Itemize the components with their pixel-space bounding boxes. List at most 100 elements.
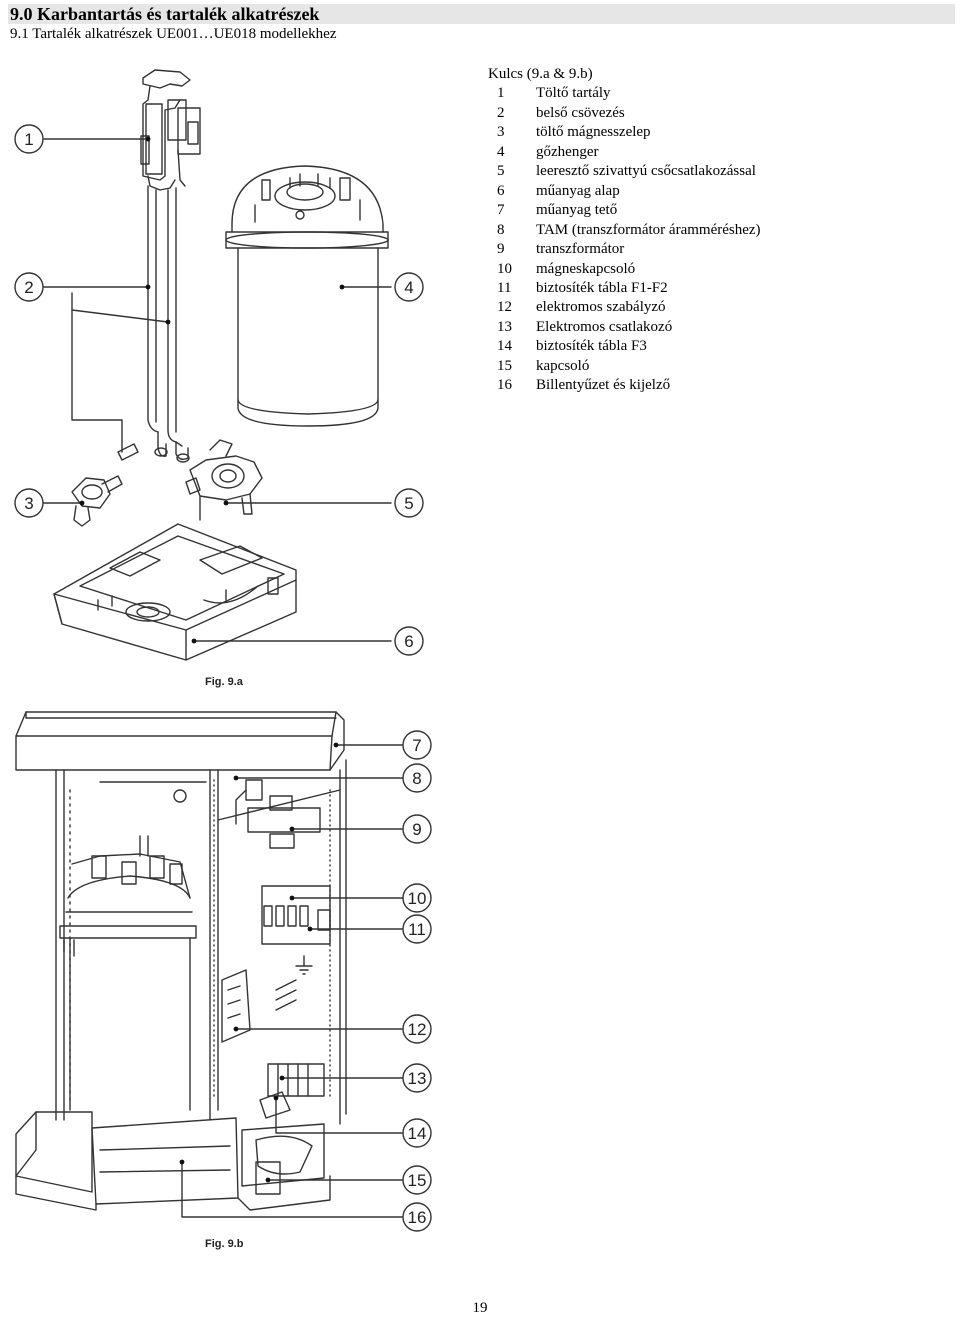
callout-number: 6 (404, 632, 413, 651)
callout-number: 11 (408, 920, 426, 939)
key-item-label: Elektromos csatlakozó (536, 318, 673, 335)
callout-circle (402, 1202, 432, 1232)
key-item-label: mágneskapcsoló (536, 260, 636, 277)
key-item-label: Töltő tartály (536, 85, 611, 102)
key-list: 1 Töltő tartály 2 belső csövezés 3 töltő mágn… (488, 84, 761, 395)
key-item-label: leeresztő szivattyú csőcsatlakozással (536, 163, 756, 180)
callout-circle (402, 814, 432, 844)
key-item: 12 elektromos szabályzó (488, 298, 761, 317)
key-item-number: 15 (497, 357, 512, 374)
key-item-label: biztosíték tábla F1-F2 (536, 279, 668, 296)
plastic-top-drawing (15, 711, 345, 771)
drain-pump-drawing (185, 439, 263, 521)
callout-number: 14 (408, 1124, 427, 1143)
figure-9a-label: Fig. 9.a (205, 676, 244, 688)
key-item: 14 biztosíték tábla F3 (488, 337, 761, 356)
cabinet-frame-drawing (55, 759, 347, 1125)
key-item-label: gőzhenger (536, 143, 599, 160)
key-item-label: műanyag alap (536, 182, 620, 199)
key-item-number: 7 (497, 202, 505, 219)
fill-tank-drawing (140, 69, 201, 191)
key-item: 16 Billentyűzet és kijelző (488, 376, 761, 395)
key-item-label: töltő mágnesszelep (536, 124, 651, 141)
key-item: 10 mágneskapcsoló (488, 260, 761, 279)
key-item-label: Billentyűzet és kijelző (536, 377, 671, 394)
key-item-label: biztosíték tábla F3 (536, 338, 647, 355)
key-item-label: kapcsoló (536, 357, 590, 374)
key-item-label: TAM (transzformátor áramméréshez) (536, 221, 761, 238)
callout-circle (402, 883, 432, 913)
key-item: 8 TAM (transzformátor áramméréshez) (488, 221, 761, 240)
figure-9a: 1 2 3 4 5 6 Fig. 9.a (14, 69, 424, 688)
callout-circle (402, 1118, 432, 1148)
callout-circle (402, 763, 432, 793)
key-item-number: 13 (497, 318, 512, 335)
key-item: 15 kapcsoló (488, 357, 761, 376)
key-title: Kulcs (9.a & 9.b) (488, 66, 593, 82)
callout-number: 2 (24, 278, 33, 297)
key-item: 1 Töltő tartály (488, 84, 761, 103)
leader-lines-9a (42, 136, 392, 644)
callout-number: 7 (412, 736, 421, 755)
key-item-number: 6 (497, 182, 505, 199)
callout-number: 16 (408, 1208, 427, 1227)
key-item-number: 11 (497, 279, 512, 296)
callout-number: 13 (408, 1069, 427, 1088)
leader-lines-9b (179, 742, 404, 1218)
key-item-number: 5 (497, 163, 505, 180)
key-item-label: elektromos szabályzó (536, 299, 666, 316)
callout-number: 12 (408, 1020, 427, 1039)
fill-valve-drawing (71, 475, 123, 527)
header-bar (8, 4, 955, 24)
key-item-number: 16 (497, 377, 512, 394)
callout-number: 4 (404, 278, 413, 297)
key-item-label: transzformátor (536, 241, 625, 258)
callout-circle (402, 1063, 432, 1093)
key-item-number: 1 (497, 85, 505, 102)
page-number: 19 (472, 1300, 488, 1316)
callout-circle (14, 488, 44, 518)
key-item-number: 3 (497, 124, 505, 141)
key-item-number: 4 (497, 143, 505, 160)
callout-circle (394, 272, 424, 302)
parts-key: Kulcs (9.a & 9.b) 1 Töltő tartály 2 belső c… (488, 65, 761, 396)
figure-9b-label: Fig. 9.b (205, 1238, 244, 1250)
key-item: 4 gőzhenger (488, 143, 761, 162)
key-item-number: 8 (497, 221, 505, 238)
callout-circle (394, 626, 424, 656)
callout-number: 15 (408, 1171, 427, 1190)
callout-circle (402, 1165, 432, 1195)
callout-circle (402, 914, 432, 944)
key-item-number: 14 (497, 338, 512, 355)
key-item: 6 műanyag alap (488, 182, 761, 201)
key-item-label: belső csövezés (536, 104, 625, 121)
callout-number: 9 (412, 820, 421, 839)
base-keypad-drawing (15, 1111, 331, 1211)
callout-circle (14, 272, 44, 302)
callout-number: 5 (404, 494, 413, 513)
key-item: 9 transzformátor (488, 240, 761, 259)
steam-cylinder-drawing (225, 165, 389, 427)
callouts-9a: 1 2 3 4 5 6 (14, 124, 424, 656)
callout-number: 8 (412, 769, 421, 788)
internal-piping-drawing (117, 185, 190, 463)
callout-number: 3 (24, 494, 33, 513)
callout-circle (402, 730, 432, 760)
section-title: 9.0 Karbantartás és tartalék alkatrészek (10, 4, 320, 24)
callout-circle (402, 1014, 432, 1044)
figure-9b: 7 8 9 10 11 12 13 14 15 16 Fig. 9.b (15, 711, 432, 1250)
callout-number: 1 (24, 130, 33, 149)
key-item-number: 2 (497, 104, 505, 121)
steam-cylinder-9b-drawing (59, 835, 197, 1111)
key-item: 11 biztosíték tábla F1-F2 (488, 279, 761, 298)
plastic-base-drawing (53, 523, 297, 661)
callouts-9b: 7 8 9 10 11 12 13 14 15 16 (402, 730, 432, 1232)
key-item-number: 10 (497, 260, 512, 277)
callout-circle (394, 488, 424, 518)
key-item-number: 12 (497, 299, 512, 316)
key-item: 13 Elektromos csatlakozó (488, 318, 761, 337)
callout-number: 10 (408, 889, 427, 908)
electrical-panel-drawing (221, 779, 331, 1119)
key-item-number: 9 (497, 241, 505, 258)
